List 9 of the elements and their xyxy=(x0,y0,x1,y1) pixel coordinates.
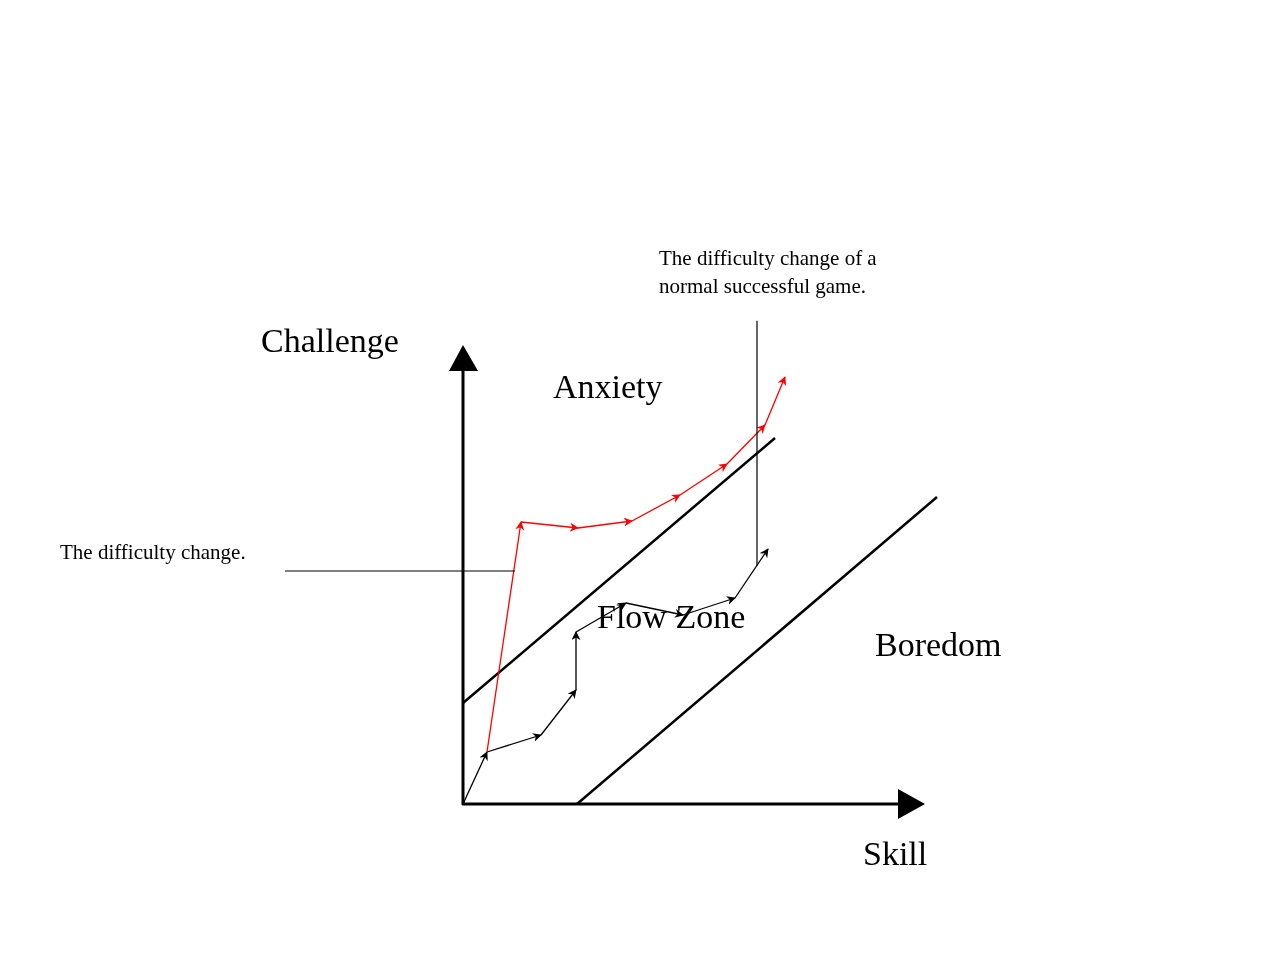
axis-title: Challenge xyxy=(261,321,399,361)
annotation-text: The difficulty change. xyxy=(60,539,247,566)
leader-line xyxy=(756,320,758,567)
annotation-text: The difficulty change of a normal successful game. xyxy=(659,245,878,301)
region-label: Boredom xyxy=(875,625,1002,665)
region-label: Anxiety xyxy=(553,367,663,407)
axis-title: Skill xyxy=(863,834,928,874)
region-label: Flow Zone xyxy=(597,597,746,637)
leader-line xyxy=(284,570,516,572)
